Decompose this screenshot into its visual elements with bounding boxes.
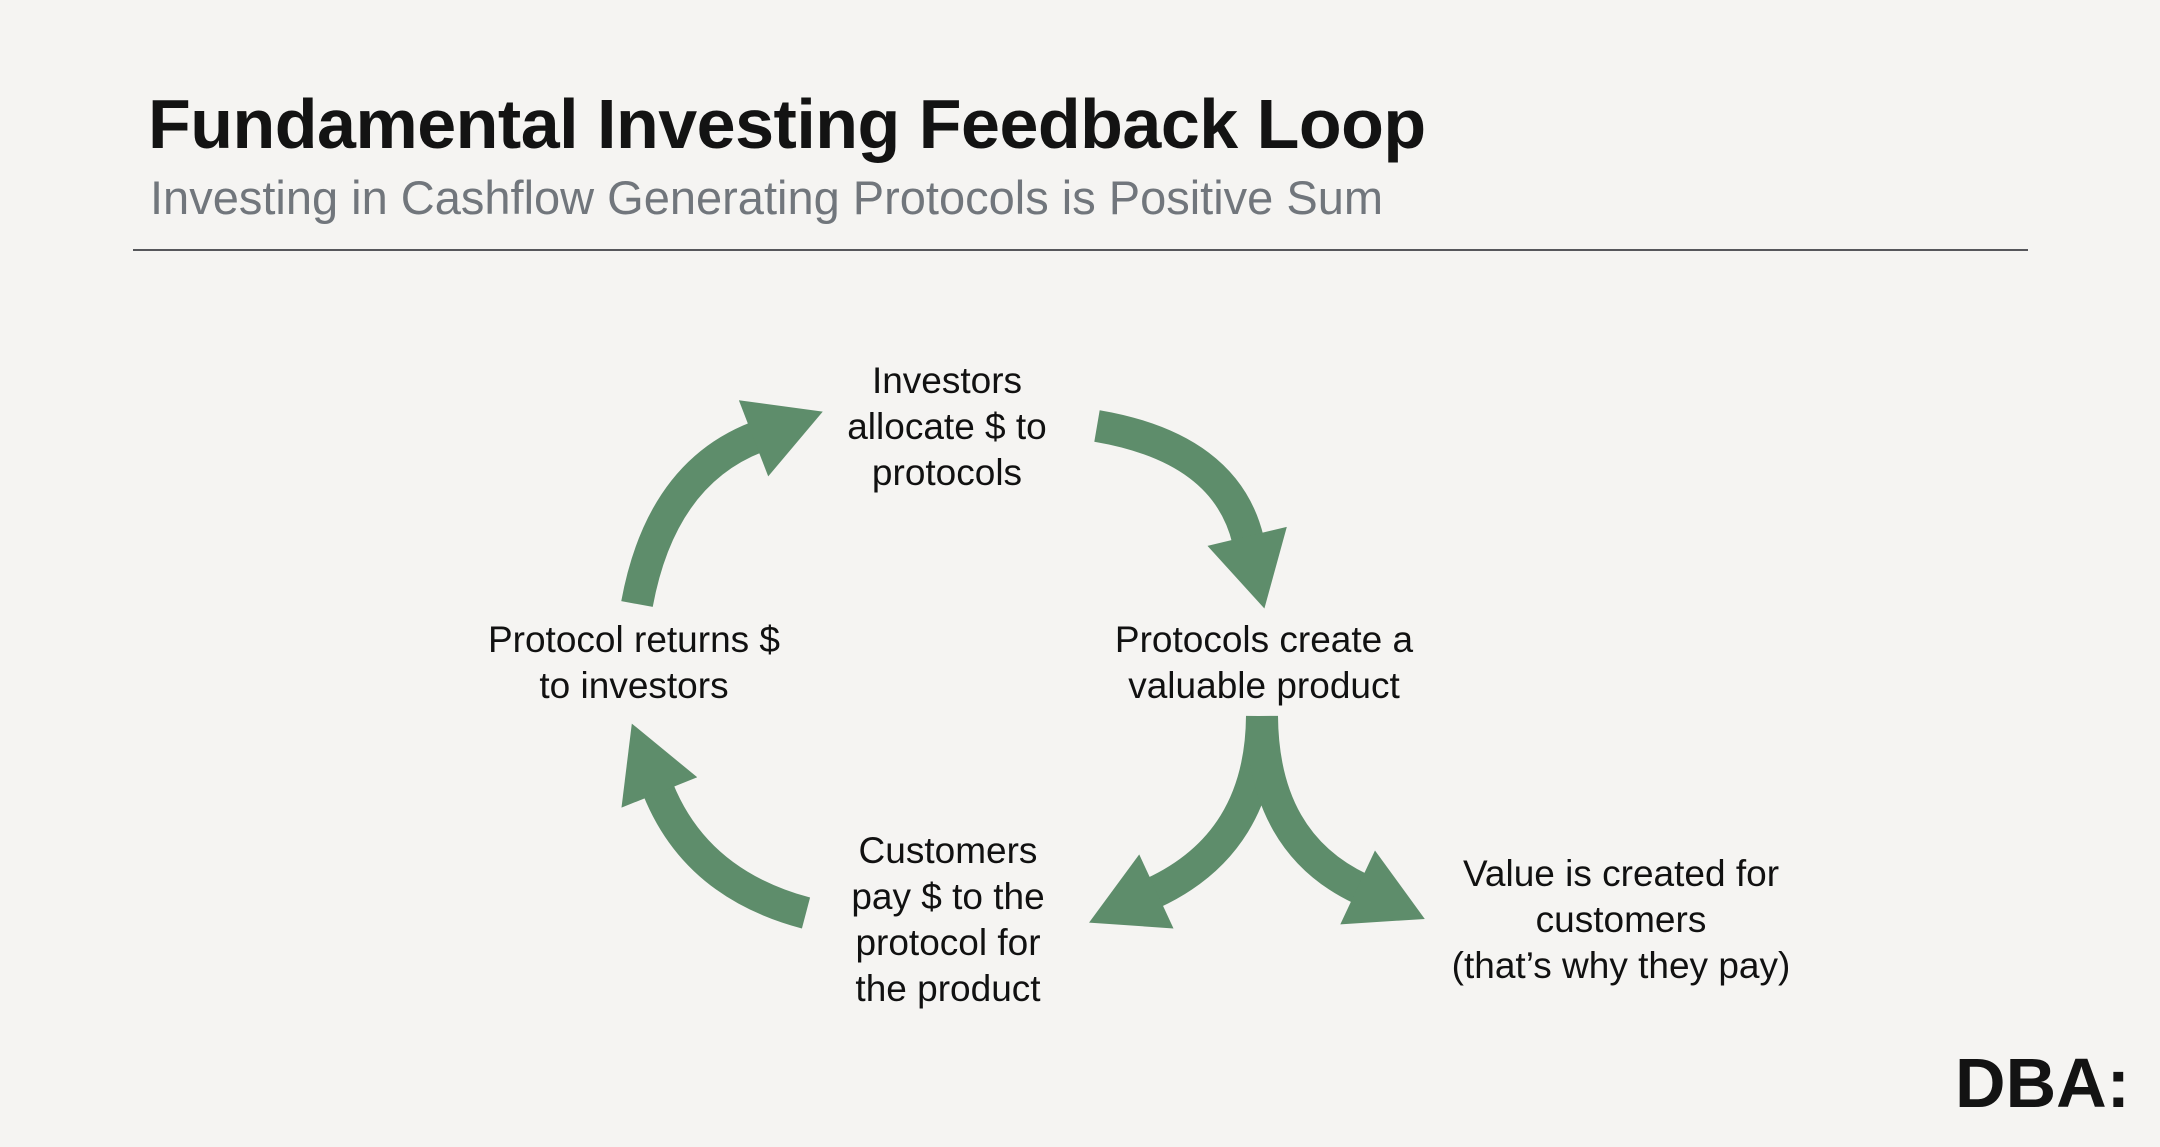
arrow-investors-to-protocols-icon xyxy=(1094,410,1287,609)
arrow-split-right-to-value-icon xyxy=(1246,715,1425,925)
node-customers-pay: Customers pay $ to the protocol for the … xyxy=(851,830,1045,1009)
page-title: Fundamental Investing Feedback Loop xyxy=(148,85,1426,163)
node-value-created: Value is created for customers (that’s w… xyxy=(1451,853,1791,986)
arrow-returns-to-investors-icon xyxy=(621,400,823,607)
node-investors-allocate: Investors allocate $ to protocols xyxy=(847,360,1047,493)
node-protocol-returns: Protocol returns $ to investors xyxy=(487,619,781,706)
dba-logo: DBA: xyxy=(1955,1044,2130,1122)
header-divider xyxy=(133,249,2028,251)
node-protocols-create: Protocols create a valuable product xyxy=(1114,619,1414,706)
page-subtitle: Investing in Cashflow Generating Protoco… xyxy=(150,171,1384,224)
arrow-split-left-to-customers-icon xyxy=(1089,715,1278,929)
arrow-customers-to-returns-icon xyxy=(621,723,811,929)
